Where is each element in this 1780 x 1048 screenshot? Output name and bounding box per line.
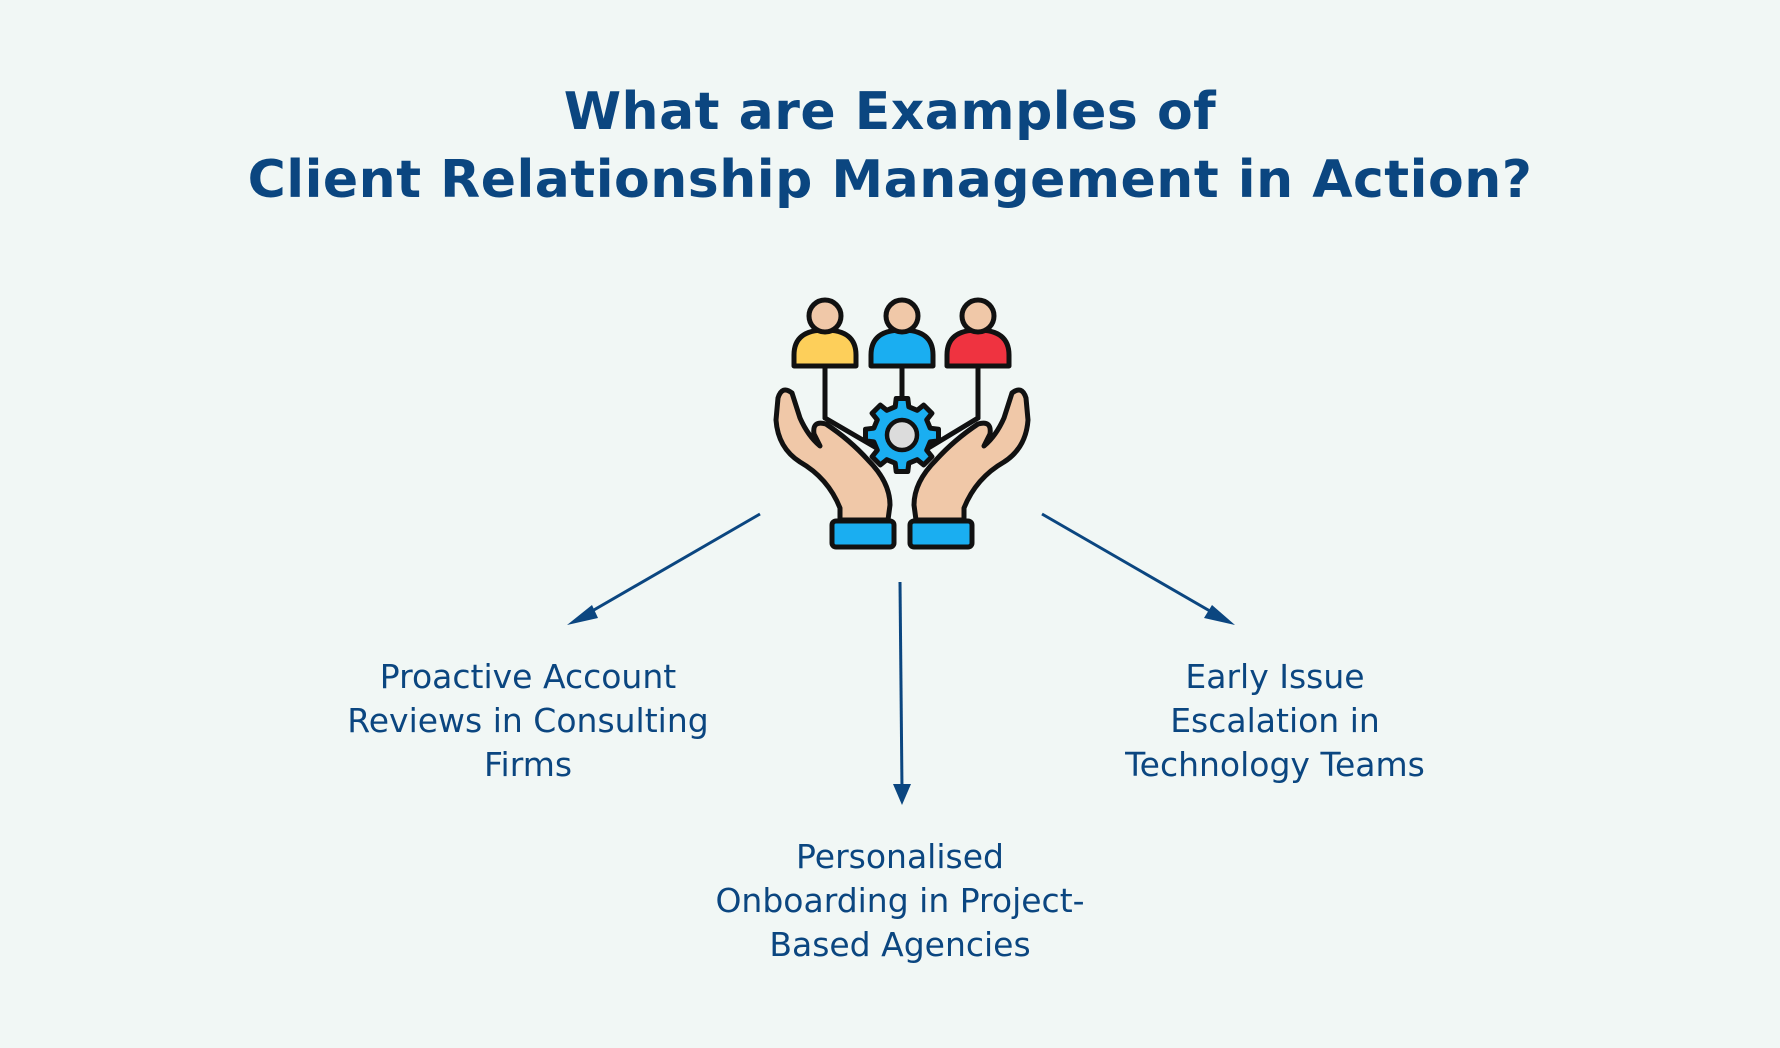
- title-line-1: What are Examples of: [563, 82, 1217, 142]
- arrows: [567, 512, 1235, 805]
- example-2-line-3: Based Agencies: [769, 925, 1031, 964]
- gear-icon: [863, 396, 941, 474]
- example-label-agencies: Personalised Onboarding in Project- Base…: [640, 835, 1160, 967]
- person-icon-red: [944, 297, 1012, 369]
- arrow-right: [1041, 512, 1235, 625]
- example-2-line-2: Onboarding in Project-: [715, 881, 1085, 920]
- arrow-left: [567, 512, 761, 625]
- client-management-icon: [773, 297, 1031, 550]
- example-label-technology: Early Issue Escalation in Technology Tea…: [1020, 655, 1530, 787]
- arrow-down: [893, 581, 911, 805]
- right-hand-icon: [907, 387, 1031, 550]
- title-line-2: Client Relationship Management in Action…: [247, 150, 1533, 210]
- example-label-consulting: Proactive Account Reviews in Consulting …: [278, 655, 778, 787]
- example-3-line-3: Technology Teams: [1125, 745, 1425, 784]
- example-1-line-1: Proactive Account: [379, 657, 677, 696]
- example-1-line-3: Firms: [483, 745, 573, 784]
- example-3-line-2: Escalation in: [1170, 701, 1380, 740]
- example-2-line-1: Personalised: [796, 837, 1004, 876]
- left-hand-icon: [773, 387, 897, 550]
- page-title: What are Examples of Client Relationship…: [0, 78, 1780, 214]
- person-icon-yellow: [791, 297, 859, 369]
- example-1-line-2: Reviews in Consulting: [347, 701, 709, 740]
- person-icon-blue: [868, 297, 936, 369]
- example-3-line-1: Early Issue: [1185, 657, 1365, 696]
